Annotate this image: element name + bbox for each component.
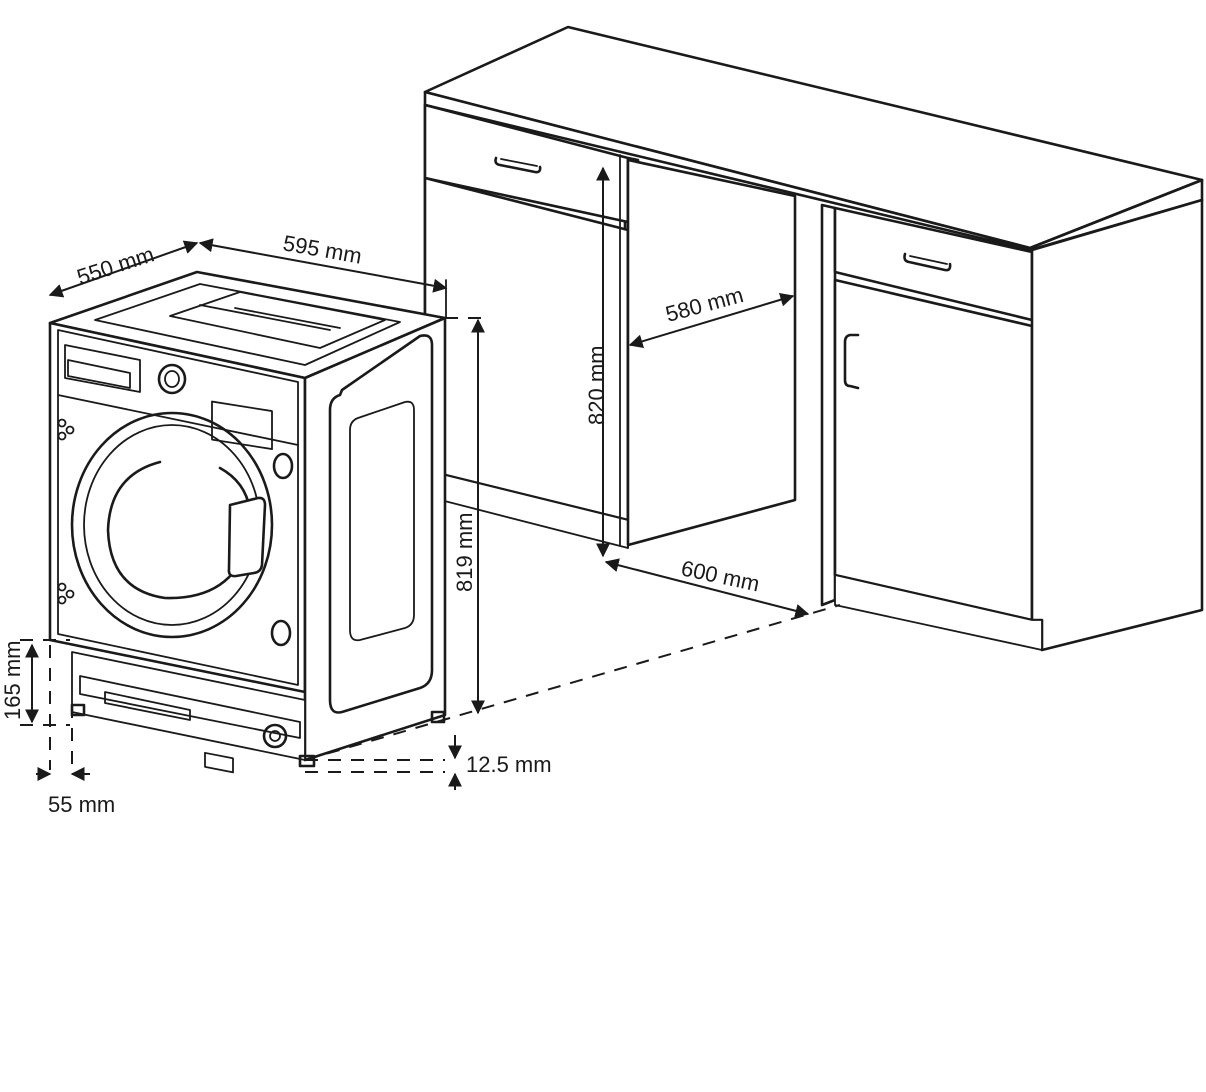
dimension-lines xyxy=(20,166,841,790)
side-embossing-inner xyxy=(349,400,415,642)
foot-clearance-label: 12.5 mm xyxy=(466,752,552,777)
niche-depth-dimension-line xyxy=(604,558,810,618)
door-handle xyxy=(227,496,267,578)
right-cabinet-side-panel xyxy=(1030,198,1204,652)
depth-dimension-line xyxy=(48,240,199,298)
hinge-screw-icons xyxy=(57,418,294,647)
plinth-setback-label: 55 mm xyxy=(48,792,115,817)
niche-depth-label: 600 mm xyxy=(679,555,762,596)
width-dimension-line xyxy=(198,238,448,293)
washing-machine xyxy=(48,270,447,774)
cabinet-height-label: 820 mm xyxy=(584,346,609,425)
depth-label: 550 mm xyxy=(74,241,157,289)
niche-back-panel xyxy=(626,158,797,547)
right-door-handle xyxy=(843,333,860,390)
kitchen-cabinet xyxy=(423,25,1204,652)
side-embossing-outer xyxy=(328,334,434,714)
right-cabinet-side xyxy=(820,203,837,607)
right-drawer-handle xyxy=(903,252,952,272)
machine-height-label: 819 mm xyxy=(452,513,477,592)
machine-side xyxy=(303,316,447,762)
program-knob xyxy=(157,363,187,395)
pump-filter-icon xyxy=(262,723,288,749)
detergent-drawer xyxy=(64,344,141,393)
right-cabinet-plinth xyxy=(834,574,1043,651)
plinth-height-label: 165 mm xyxy=(0,641,25,720)
width-label: 595 mm xyxy=(281,230,364,268)
door-outer-ring xyxy=(70,411,274,639)
left-drawer-handle xyxy=(494,156,542,174)
right-cabinet-door xyxy=(833,278,1034,622)
niche-width-dimension-line xyxy=(628,292,795,349)
